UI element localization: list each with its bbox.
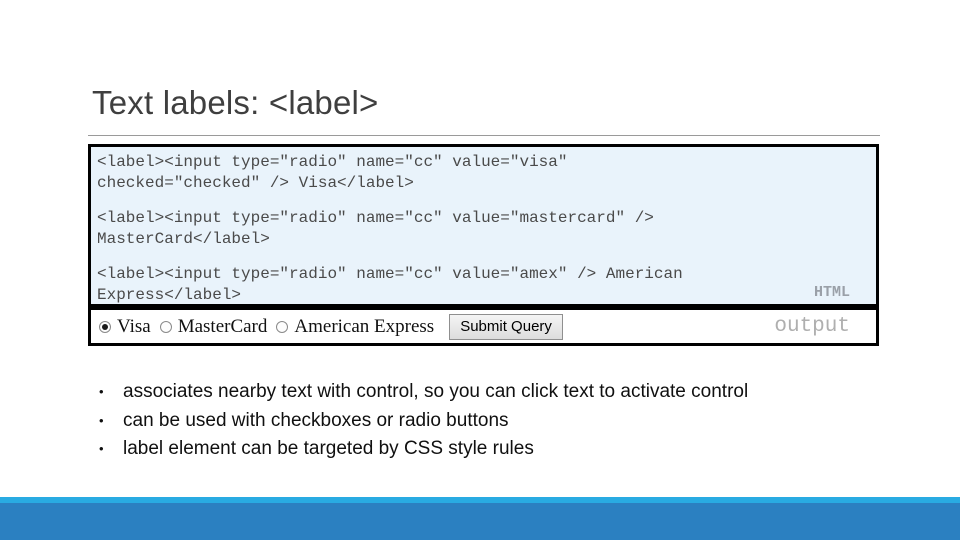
radio-option-mastercard[interactable]: MasterCard: [159, 315, 268, 338]
html-code-panel: <label><input type="radio" name="cc" val…: [88, 144, 879, 307]
list-item: • can be used with checkboxes or radio b…: [99, 407, 889, 436]
footer-accent-stripe: [0, 497, 960, 503]
code-block-visa: <label><input type="radio" name="cc" val…: [97, 153, 568, 192]
bullet-text: associates nearby text with control, so …: [123, 381, 749, 402]
radio-option-visa[interactable]: Visa: [99, 316, 151, 338]
bullet-text: label element can be targeted by CSS sty…: [123, 438, 534, 459]
bullet-text: can be used with checkboxes or radio but…: [123, 409, 509, 431]
radio-label[interactable]: MasterCard: [177, 315, 268, 337]
radio-button-icon[interactable]: [99, 320, 111, 333]
rendered-output-panel: Visa MasterCard American Express Submit …: [88, 307, 879, 346]
radio-button-icon[interactable]: [276, 320, 289, 333]
radio-button-icon[interactable]: [159, 320, 172, 333]
html-corner-label: HTML: [813, 284, 850, 301]
radio-label[interactable]: Visa: [117, 315, 151, 337]
output-corner-label: output: [774, 315, 850, 338]
submit-query-button[interactable]: Submit Query: [449, 313, 563, 340]
page-title: Text labels: <label>: [92, 84, 379, 121]
bullet-icon: •: [99, 384, 104, 399]
bullet-icon: •: [99, 412, 104, 428]
bullet-icon: •: [99, 441, 104, 456]
bullet-list: • associates nearby text with control, s…: [99, 378, 889, 464]
radio-option-american-express[interactable]: American Express: [276, 316, 434, 338]
list-item: • associates nearby text with control, s…: [99, 378, 889, 407]
title-divider: [88, 135, 880, 136]
footer-bar: [0, 503, 960, 540]
radio-label[interactable]: American Express: [294, 315, 435, 337]
code-block-amex: <label><input type="radio" name="cc" val…: [97, 265, 683, 304]
list-item: • label element can be targeted by CSS s…: [99, 435, 889, 464]
code-block-mastercard: <label><input type="radio" name="cc" val…: [97, 209, 654, 248]
